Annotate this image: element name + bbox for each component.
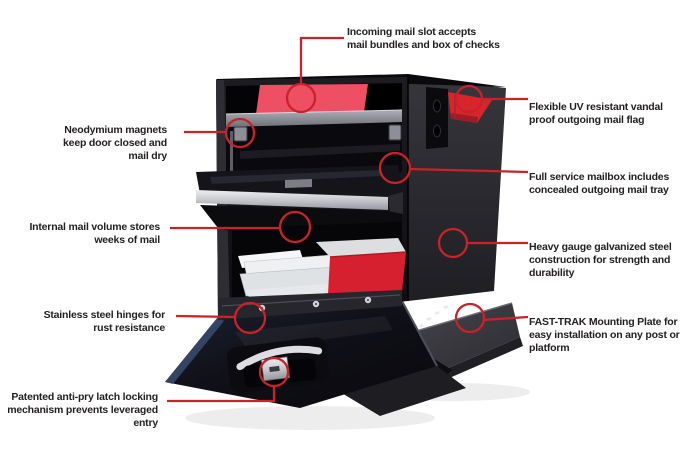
- parcel-lid: [316, 238, 406, 257]
- flag-bracket: [426, 87, 448, 149]
- flag-shading: [451, 113, 478, 123]
- callout-label-mounting: FAST-TRAK Mounting Plate for easy instal…: [529, 316, 680, 354]
- door-right-edge: [401, 300, 438, 367]
- door-edge-sheen: [165, 317, 224, 384]
- callout-label-magnets: Neodymium magnets keep door closed and m…: [63, 124, 167, 162]
- tray-front-edge: [196, 190, 388, 210]
- callout-line-hinges: [175, 314, 237, 319]
- callout-circle-tray: [378, 151, 412, 185]
- callout-line-latch: [167, 387, 276, 403]
- callout-label-steel: Heavy gauge galvanized steel constructio…: [529, 241, 672, 279]
- parcel-edge: [329, 251, 407, 258]
- tray-right-bracket: [388, 192, 403, 214]
- tray-sheen: [210, 170, 382, 184]
- callout-line-mounting: [482, 315, 529, 322]
- callout-label-incoming: Incoming mail slot accepts mail bundles …: [347, 26, 500, 51]
- callout-circle-hinges: [233, 301, 267, 335]
- callout-label-latch: Patented anti-pry latch locking mechanis…: [7, 391, 158, 429]
- flag-bracket-hole: [433, 124, 441, 138]
- mailbox-body: [196, 74, 506, 320]
- latch-handle-highlight: [236, 345, 323, 371]
- callout-line-incoming: [299, 36, 344, 85]
- rivet-center: [366, 298, 370, 302]
- door-reflection: [235, 316, 393, 350]
- parcel-front: [328, 252, 406, 294]
- callout-circle-magnets: [224, 117, 256, 149]
- callout-circle-flag: [454, 84, 484, 114]
- slot-inner-shadow: [356, 84, 402, 113]
- tray-label-plate: [285, 179, 312, 188]
- callout-circle-latch: [258, 356, 290, 388]
- outgoing-mail-tray: [196, 165, 403, 214]
- callout-circle-volume: [278, 210, 312, 244]
- checks-box-top: [256, 84, 368, 114]
- latch-keyway: [269, 365, 280, 373]
- callout-label-volume: Internal mail volume stores weeks of mai…: [29, 221, 160, 246]
- callout-circle-incoming: [285, 82, 317, 114]
- inner-wall-strip: [230, 131, 233, 173]
- door-cast-shadow: [340, 366, 466, 416]
- door-open: [165, 300, 438, 408]
- rivet-center: [314, 302, 318, 306]
- red-parcel: [316, 238, 407, 294]
- callout-circle-steel: [437, 227, 469, 259]
- callout-circle-mounting: [454, 302, 486, 334]
- callout-overlay: [167, 36, 529, 403]
- neodymium-magnet-right: [388, 124, 402, 141]
- compartment-reflection: [240, 144, 400, 159]
- flag-bracket-hole: [433, 99, 441, 113]
- callout-label-hinges: Stainless steel hinges for rust resistan…: [43, 309, 166, 334]
- neodymium-magnet-left: [233, 126, 248, 142]
- callout-line-tray: [408, 167, 529, 174]
- callout-label-tray: Full service mailbox includes concealed …: [529, 171, 670, 196]
- slot-shelf-highlight: [225, 109, 403, 115]
- callout-label-flag: Flexible UV resistant vandal proof outgo…: [529, 101, 663, 126]
